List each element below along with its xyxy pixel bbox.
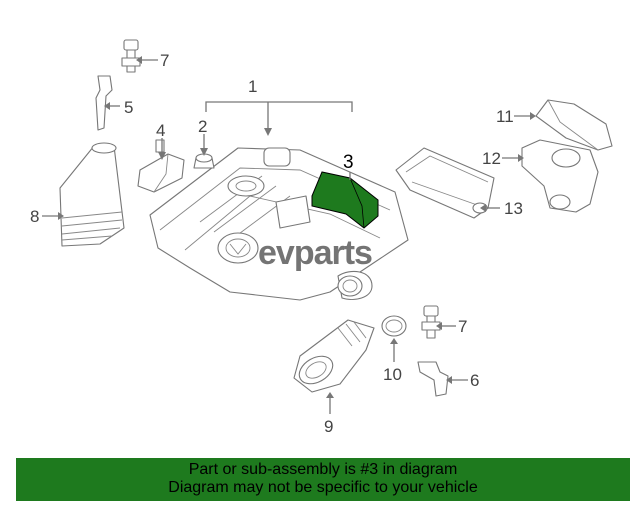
hose-part-9: [293, 319, 375, 393]
grommet-part-2: [193, 153, 215, 169]
shield-part-13: [395, 147, 495, 219]
highlighted-part-3: [311, 171, 379, 229]
callout-2: 2: [198, 117, 207, 136]
watermark-logo: evparts: [258, 234, 373, 272]
callout-12: 12: [482, 149, 501, 168]
cover-part-11: [535, 99, 613, 151]
callout-8: 8: [30, 207, 39, 226]
callout-11: 11: [496, 107, 514, 126]
parts-diagram: 1 2 3 4 5 7 8 11 12 13 9 10 7 6: [30, 39, 613, 436]
callout-3: 3: [343, 152, 354, 173]
sensor-part-7-top: [121, 39, 141, 73]
leader-lines: [42, 56, 536, 414]
bracket-part-5: [95, 75, 113, 131]
callout-5: 5: [124, 98, 133, 117]
callout-7-bottom: 7: [458, 317, 467, 336]
duct-part-8: [59, 142, 125, 247]
callout-4: 4: [156, 121, 165, 140]
callout-1: 1: [248, 77, 257, 96]
caption-line-1: Part or sub-assembly is #3 in diagram: [188, 461, 458, 478]
airbox-part-12: [521, 139, 599, 213]
callout-6: 6: [470, 371, 479, 390]
callout-13: 13: [504, 199, 523, 218]
sensor-part-7-bottom: [421, 305, 441, 339]
caption-banner: Part or sub-assembly is #3 in diagram Di…: [16, 458, 630, 501]
callout-7-top: 7: [160, 51, 169, 70]
sensor-part-4: [137, 139, 185, 193]
bracket-part-6: [417, 361, 449, 397]
clamp-part-10: [381, 315, 407, 337]
callout-9: 9: [324, 417, 333, 436]
callout-10: 10: [383, 365, 402, 384]
caption-line-2: Diagram may not be specific to your vehi…: [168, 479, 478, 496]
